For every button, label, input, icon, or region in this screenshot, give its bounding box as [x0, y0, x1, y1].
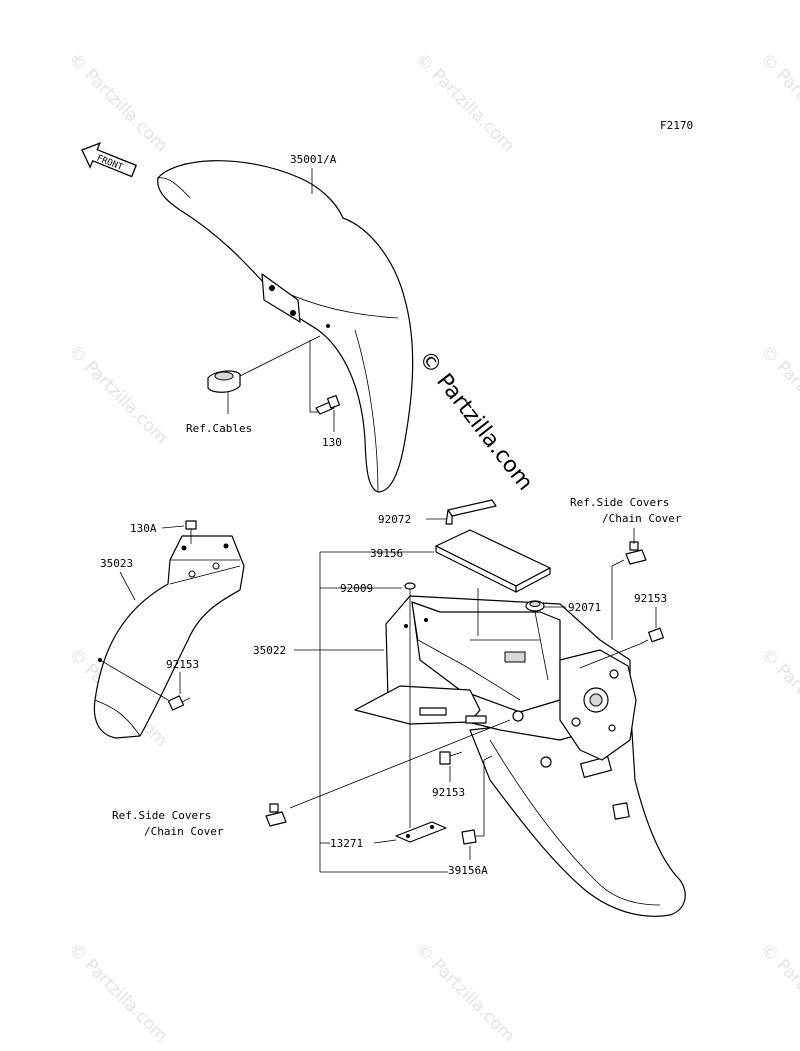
screw-92009-icon [404, 582, 416, 600]
part-label-92153-left: 92153 [166, 658, 199, 671]
bolt-130A-icon [185, 520, 197, 544]
bolt-130-icon [315, 394, 341, 415]
watermark: © Partzilla.com [411, 49, 518, 156]
part-label-130: 130 [322, 436, 342, 449]
plate-13271-icon [395, 821, 447, 843]
bolt-92153-left-icon [167, 695, 191, 711]
ref-side-covers-top-label-1: Ref.Side Covers [570, 496, 669, 509]
ref-side-covers-top-label-2: /Chain Cover [602, 512, 682, 525]
front-fender-illustration [157, 160, 414, 493]
watermark: © Partzilla.com [64, 939, 171, 1046]
part-label-92153-right: 92153 [634, 592, 667, 605]
watermark: © Partzilla.com [756, 49, 800, 156]
part-label-92071: 92071 [568, 601, 601, 614]
cable-guide-icon [207, 370, 241, 393]
part-label-35023: 35023 [100, 557, 133, 570]
part-label-35001A: 35001/A [290, 153, 337, 166]
watermark: © Partzilla.com [756, 939, 800, 1046]
bolt-92153-bottom-icon [439, 751, 463, 765]
part-label-92153-bottom: 92153 [432, 786, 465, 799]
part-label-92072: 92072 [378, 513, 411, 526]
watermark: © Partzilla.com [411, 939, 518, 1046]
figure-code: F2170 [660, 119, 693, 132]
part-label-39156A: 39156A [448, 864, 488, 877]
center-watermark: © Partzilla.com [413, 346, 537, 495]
grommet-92071-icon [525, 600, 545, 612]
part-label-130A: 130A [130, 522, 157, 535]
watermark: © Partzilla.com [756, 644, 800, 751]
inner-fender-illustration [93, 535, 245, 739]
watermark: © Partzilla.com [64, 341, 171, 448]
watermark: © Partzilla.com [756, 341, 800, 448]
rear-fender-illustration [354, 595, 686, 917]
watermark: © Partzilla.com [64, 49, 171, 156]
front-arrow-icon: FRONT [81, 142, 138, 178]
ref-side-covers-bottom-label-2: /Chain Cover [144, 825, 224, 838]
side-cover-clip-top-icon [625, 541, 647, 565]
side-cover-clip-bottom-icon [265, 803, 287, 827]
part-label-35022: 35022 [253, 644, 286, 657]
pad-39156-icon [435, 529, 551, 593]
ref-side-covers-bottom-label-1: Ref.Side Covers [112, 809, 211, 822]
ref-cables-label: Ref.Cables [186, 422, 252, 435]
pad-39156A-icon [461, 829, 477, 845]
part-label-39156: 39156 [370, 547, 403, 560]
bolt-92153-right-icon [639, 627, 664, 645]
battery-band-92072-icon [445, 499, 497, 525]
part-label-13271: 13271 [330, 837, 363, 850]
part-label-92009: 92009 [340, 582, 373, 595]
